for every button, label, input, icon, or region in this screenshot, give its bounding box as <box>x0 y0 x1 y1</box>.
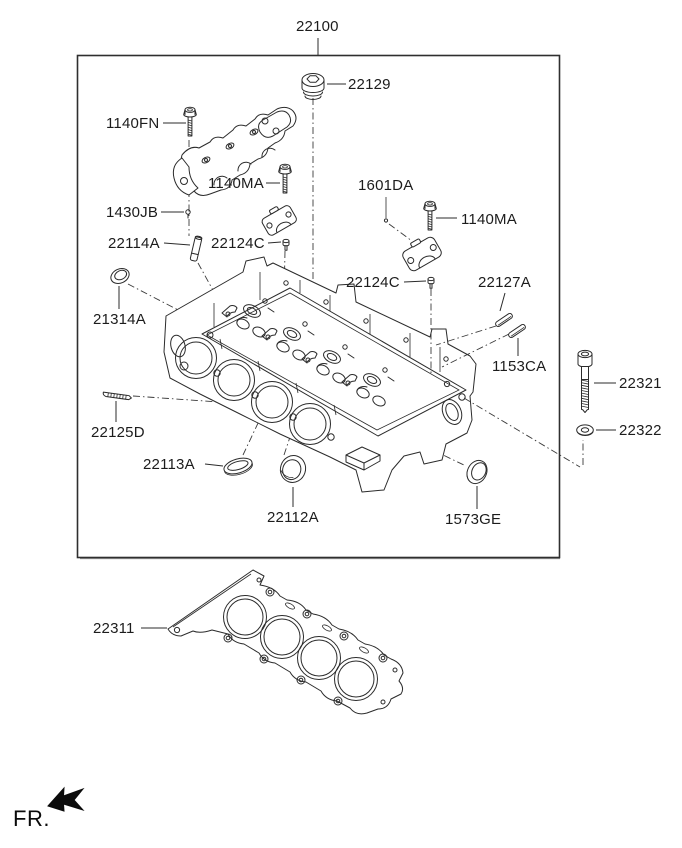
oval-seal-22113a <box>223 457 253 476</box>
cylinder-head-drawing <box>163 256 477 493</box>
dowel-pin-1153ca <box>508 324 526 338</box>
flange-bolt-1140ma-left <box>278 163 292 194</box>
head-bolt-22321 <box>577 349 593 413</box>
pilot-bush-1430jb <box>185 209 191 219</box>
callout-22124c-right: 22124C <box>346 274 400 291</box>
callout-22100: 22100 <box>296 18 339 35</box>
callout-22125d: 22125D <box>91 424 145 441</box>
callout-1601da: 1601DA <box>358 177 414 194</box>
callout-22311: 22311 <box>93 620 135 637</box>
dowel-pin-22127a <box>495 313 513 327</box>
oil-plug <box>301 73 325 100</box>
callout-21314a: 21314A <box>93 311 146 328</box>
washer-22322 <box>576 424 594 437</box>
stud-22124c-right <box>427 276 435 289</box>
cam-carrier-bracket <box>172 106 297 196</box>
callout-1140ma-right: 1140MA <box>461 211 517 228</box>
callout-1153ca: 1153CA <box>492 358 547 375</box>
sealing-cap-21314a <box>110 268 130 284</box>
callout-22124c-left: 22124C <box>211 235 265 252</box>
flange-bolt-1140fn <box>183 106 197 137</box>
callout-22127a: 22127A <box>478 274 531 291</box>
round-seal-22112a <box>279 455 307 483</box>
callout-1140fn: 1140FN <box>106 115 160 132</box>
leader-lines <box>115 38 616 629</box>
callout-22114a: 22114A <box>108 235 160 252</box>
round-seal-1573ge <box>466 459 488 485</box>
callout-1140ma-left: 1140MA <box>208 175 264 192</box>
valve-guide-22114a <box>189 235 203 262</box>
callout-22129: 22129 <box>348 76 391 93</box>
flange-bolt-1140ma-right <box>423 200 437 231</box>
stud-22125d <box>102 391 132 401</box>
gasket-bolt-holes <box>173 577 398 706</box>
callout-22112a: 22112A <box>267 509 319 526</box>
front-direction-label: FR. <box>13 806 50 831</box>
callout-22321: 22321 <box>619 375 662 392</box>
cam-bearing-cap-left <box>261 205 297 236</box>
frame-border <box>76 54 561 560</box>
stud-22124c-left <box>282 238 290 251</box>
callout-1573ge: 1573GE <box>445 511 502 528</box>
pilot-point-1601da <box>383 197 389 223</box>
intake-ports <box>175 337 335 445</box>
head-gasket-drawing <box>167 569 404 715</box>
callout-1430jb: 1430JB <box>106 204 159 221</box>
cam-bearing-cap-right <box>402 236 442 272</box>
reference-lines-over <box>430 289 584 468</box>
front-direction-arrow-icon <box>47 786 85 812</box>
callout-22113a: 22113A <box>143 456 195 473</box>
callout-22322: 22322 <box>619 422 662 439</box>
